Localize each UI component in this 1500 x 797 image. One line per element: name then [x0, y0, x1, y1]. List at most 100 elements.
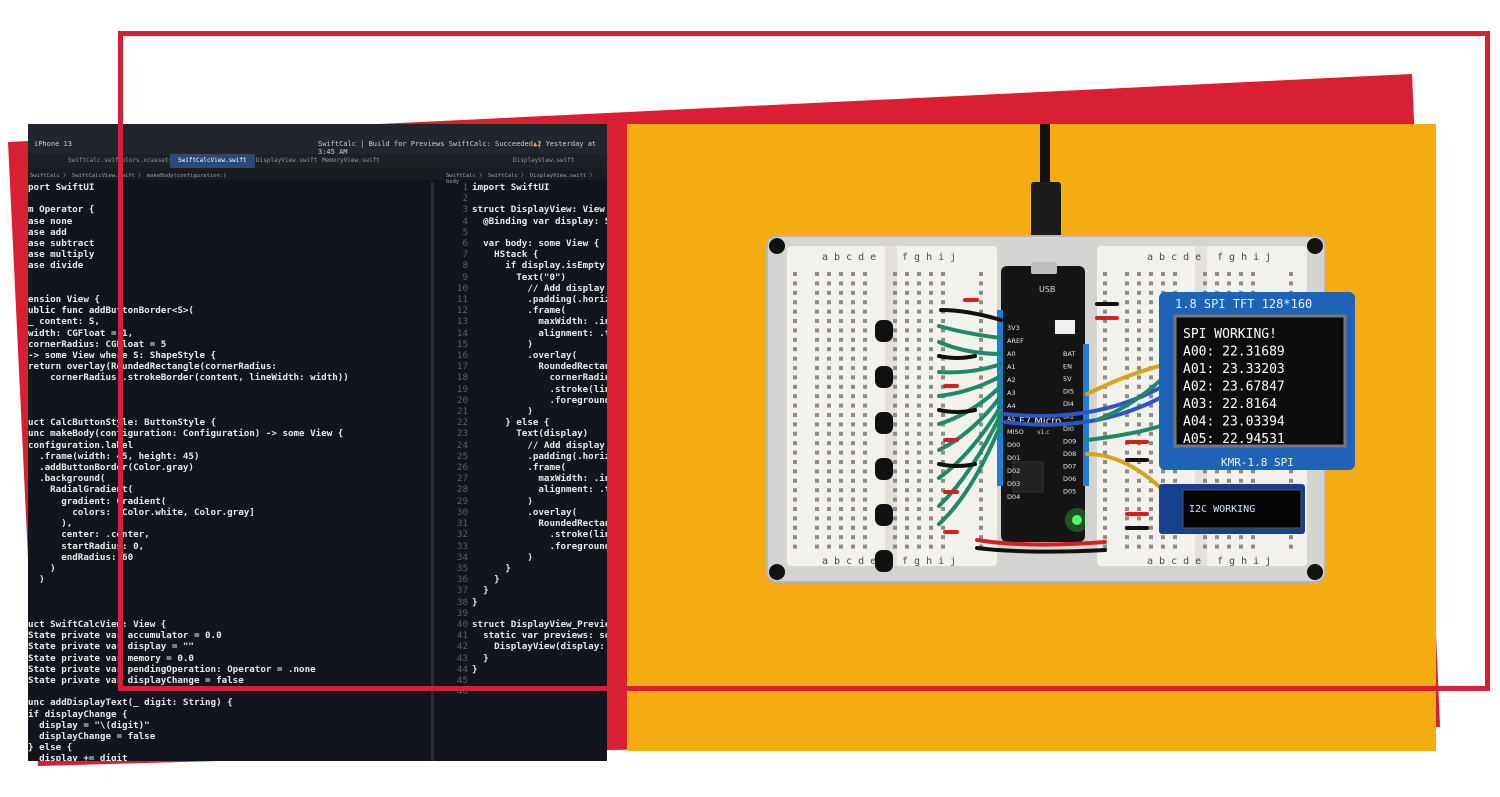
- hole: [941, 469, 945, 474]
- hole: [905, 272, 909, 276]
- hole: [815, 413, 819, 417]
- hole: [863, 497, 867, 502]
- hole: [839, 309, 843, 314]
- hole: [793, 422, 797, 427]
- hole: [917, 413, 921, 417]
- tft-screen: [1173, 314, 1347, 448]
- hole: [839, 290, 843, 295]
- hole: [839, 535, 843, 540]
- hole: [1103, 525, 1107, 530]
- code-line: static var previews: some: [472, 630, 607, 642]
- hole: [1125, 469, 1129, 474]
- hole: [827, 290, 831, 295]
- line-number: 27: [456, 473, 468, 485]
- hole: [941, 525, 945, 530]
- code-line: Text("0"): [472, 271, 567, 283]
- hole: [851, 431, 855, 436]
- hole: [839, 469, 843, 474]
- hole: [941, 328, 945, 333]
- code-line: ase none: [28, 215, 73, 227]
- hole: [905, 507, 909, 511]
- hole: [827, 422, 831, 427]
- code-line: .frame(: [472, 305, 567, 317]
- hole: [1137, 300, 1141, 305]
- hole: [979, 535, 983, 540]
- hole: [793, 272, 797, 276]
- hole: [815, 375, 819, 380]
- hole: [941, 403, 945, 408]
- hole: [929, 300, 933, 305]
- code-line: ension View {: [28, 294, 100, 306]
- line-number: 41: [456, 630, 468, 642]
- hole: [863, 394, 867, 399]
- hole: [917, 431, 921, 436]
- hole: [1149, 488, 1153, 493]
- hole: [917, 488, 921, 493]
- code-line: Text(display): [472, 428, 589, 440]
- hole: [1149, 309, 1153, 314]
- hole: [905, 290, 909, 295]
- hole: [929, 516, 933, 521]
- pin-label: D02: [1007, 467, 1020, 475]
- hole: [979, 413, 983, 417]
- pin-label: DI4: [1063, 400, 1074, 408]
- line-number: 46: [456, 686, 468, 698]
- hole: [827, 300, 831, 305]
- hole: [1103, 507, 1107, 511]
- hole: [863, 544, 867, 549]
- device-selector: iPhone 13: [34, 140, 72, 148]
- editor-tabbar: SwiftCalc.swift Colors.xcassets SwiftCal…: [28, 154, 607, 168]
- hole: [979, 469, 983, 474]
- code-line: ase divide: [28, 260, 84, 272]
- line-number: 37: [456, 585, 468, 597]
- hole: [1173, 544, 1177, 549]
- hole: [793, 460, 797, 464]
- hole: [1137, 384, 1141, 389]
- hole: [979, 403, 983, 408]
- hole: [1149, 460, 1153, 464]
- hole: [979, 422, 983, 427]
- hole: [1137, 366, 1141, 370]
- pin-label: DI5: [1063, 388, 1074, 396]
- line-number: 10: [456, 282, 468, 294]
- hole: [1125, 422, 1129, 427]
- hole: [1251, 544, 1255, 549]
- editor-breadcrumb-bar: SwiftCalc 〉 SwiftCalcView.swift 〉 makeBo…: [28, 168, 607, 185]
- hole: [851, 544, 855, 549]
- hole: [793, 516, 797, 521]
- line-number: 38: [456, 596, 468, 608]
- line-number: 19: [456, 383, 468, 395]
- code-line: .padding(.horizo: [472, 294, 607, 306]
- hole: [905, 384, 909, 389]
- hole: [1103, 516, 1107, 521]
- hole: [851, 450, 855, 455]
- hole: [917, 525, 921, 530]
- hole: [1103, 544, 1107, 549]
- hole: [1103, 535, 1107, 540]
- hole: [1103, 356, 1107, 361]
- hole: [863, 309, 867, 314]
- hole: [839, 272, 843, 276]
- code-line: }: [472, 663, 478, 675]
- code-line: m Operator {: [28, 204, 95, 216]
- code-line: [472, 608, 607, 619]
- transistor-group: [875, 320, 893, 572]
- hole: [839, 478, 843, 483]
- line-number: 43: [456, 652, 468, 664]
- hole: [863, 300, 867, 305]
- line-number: 23: [456, 428, 468, 440]
- hole: [979, 507, 983, 511]
- hole: [893, 300, 897, 305]
- hole: [793, 497, 797, 502]
- hole: [1149, 507, 1153, 511]
- hole: [1103, 497, 1107, 502]
- hole: [893, 507, 897, 511]
- hole: [839, 516, 843, 521]
- line-number: 40: [456, 618, 468, 630]
- hole: [851, 394, 855, 399]
- code-line: [472, 193, 607, 204]
- hole: [827, 413, 831, 417]
- hole: [941, 375, 945, 380]
- hole: [1125, 328, 1129, 333]
- hole: [1161, 478, 1165, 483]
